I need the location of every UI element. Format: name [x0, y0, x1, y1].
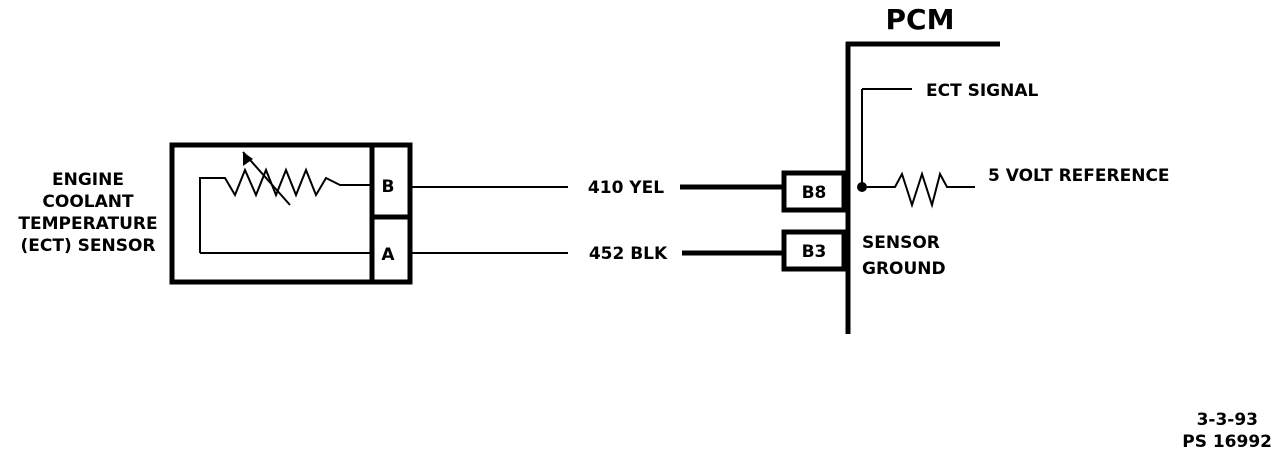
sensor-housing — [169, 142, 413, 285]
ground-label-line-2: GROUND — [862, 259, 946, 279]
footer-date: 3-3-93 — [1197, 410, 1258, 430]
pin-b3-label: B3 — [802, 242, 827, 262]
footer-code: PS 16992 — [1182, 432, 1272, 452]
ground-label-line-1: SENSOR — [862, 233, 940, 253]
junction-dot — [857, 182, 867, 192]
sensor-label-line-3: TEMPERATURE — [18, 214, 157, 234]
variable-resistor-arrow — [242, 151, 291, 206]
terminal-a-label: A — [381, 245, 395, 265]
arrow-head-icon — [243, 152, 253, 166]
sensor-label-line-2: COOLANT — [42, 192, 134, 212]
wire-yel-label: 410 YEL — [588, 178, 664, 198]
pin-b8-box — [781, 170, 847, 213]
thermistor-symbol — [199, 167, 372, 253]
ect-signal-label: ECT SIGNAL — [926, 81, 1039, 101]
reference-label: 5 VOLT REFERENCE — [988, 166, 1170, 186]
terminal-b-label: B — [382, 177, 395, 197]
pull-up-resistor-symbol — [867, 170, 975, 209]
sensor-label-line-4: (ECT) SENSOR — [20, 236, 155, 256]
sensor-label-line-1: ENGINE — [52, 170, 124, 190]
pcm-title: PCM — [886, 3, 955, 36]
wire-blk-label: 452 BLK — [589, 244, 668, 264]
pin-b8-label: B8 — [802, 183, 827, 203]
pin-b3-box — [781, 229, 847, 272]
